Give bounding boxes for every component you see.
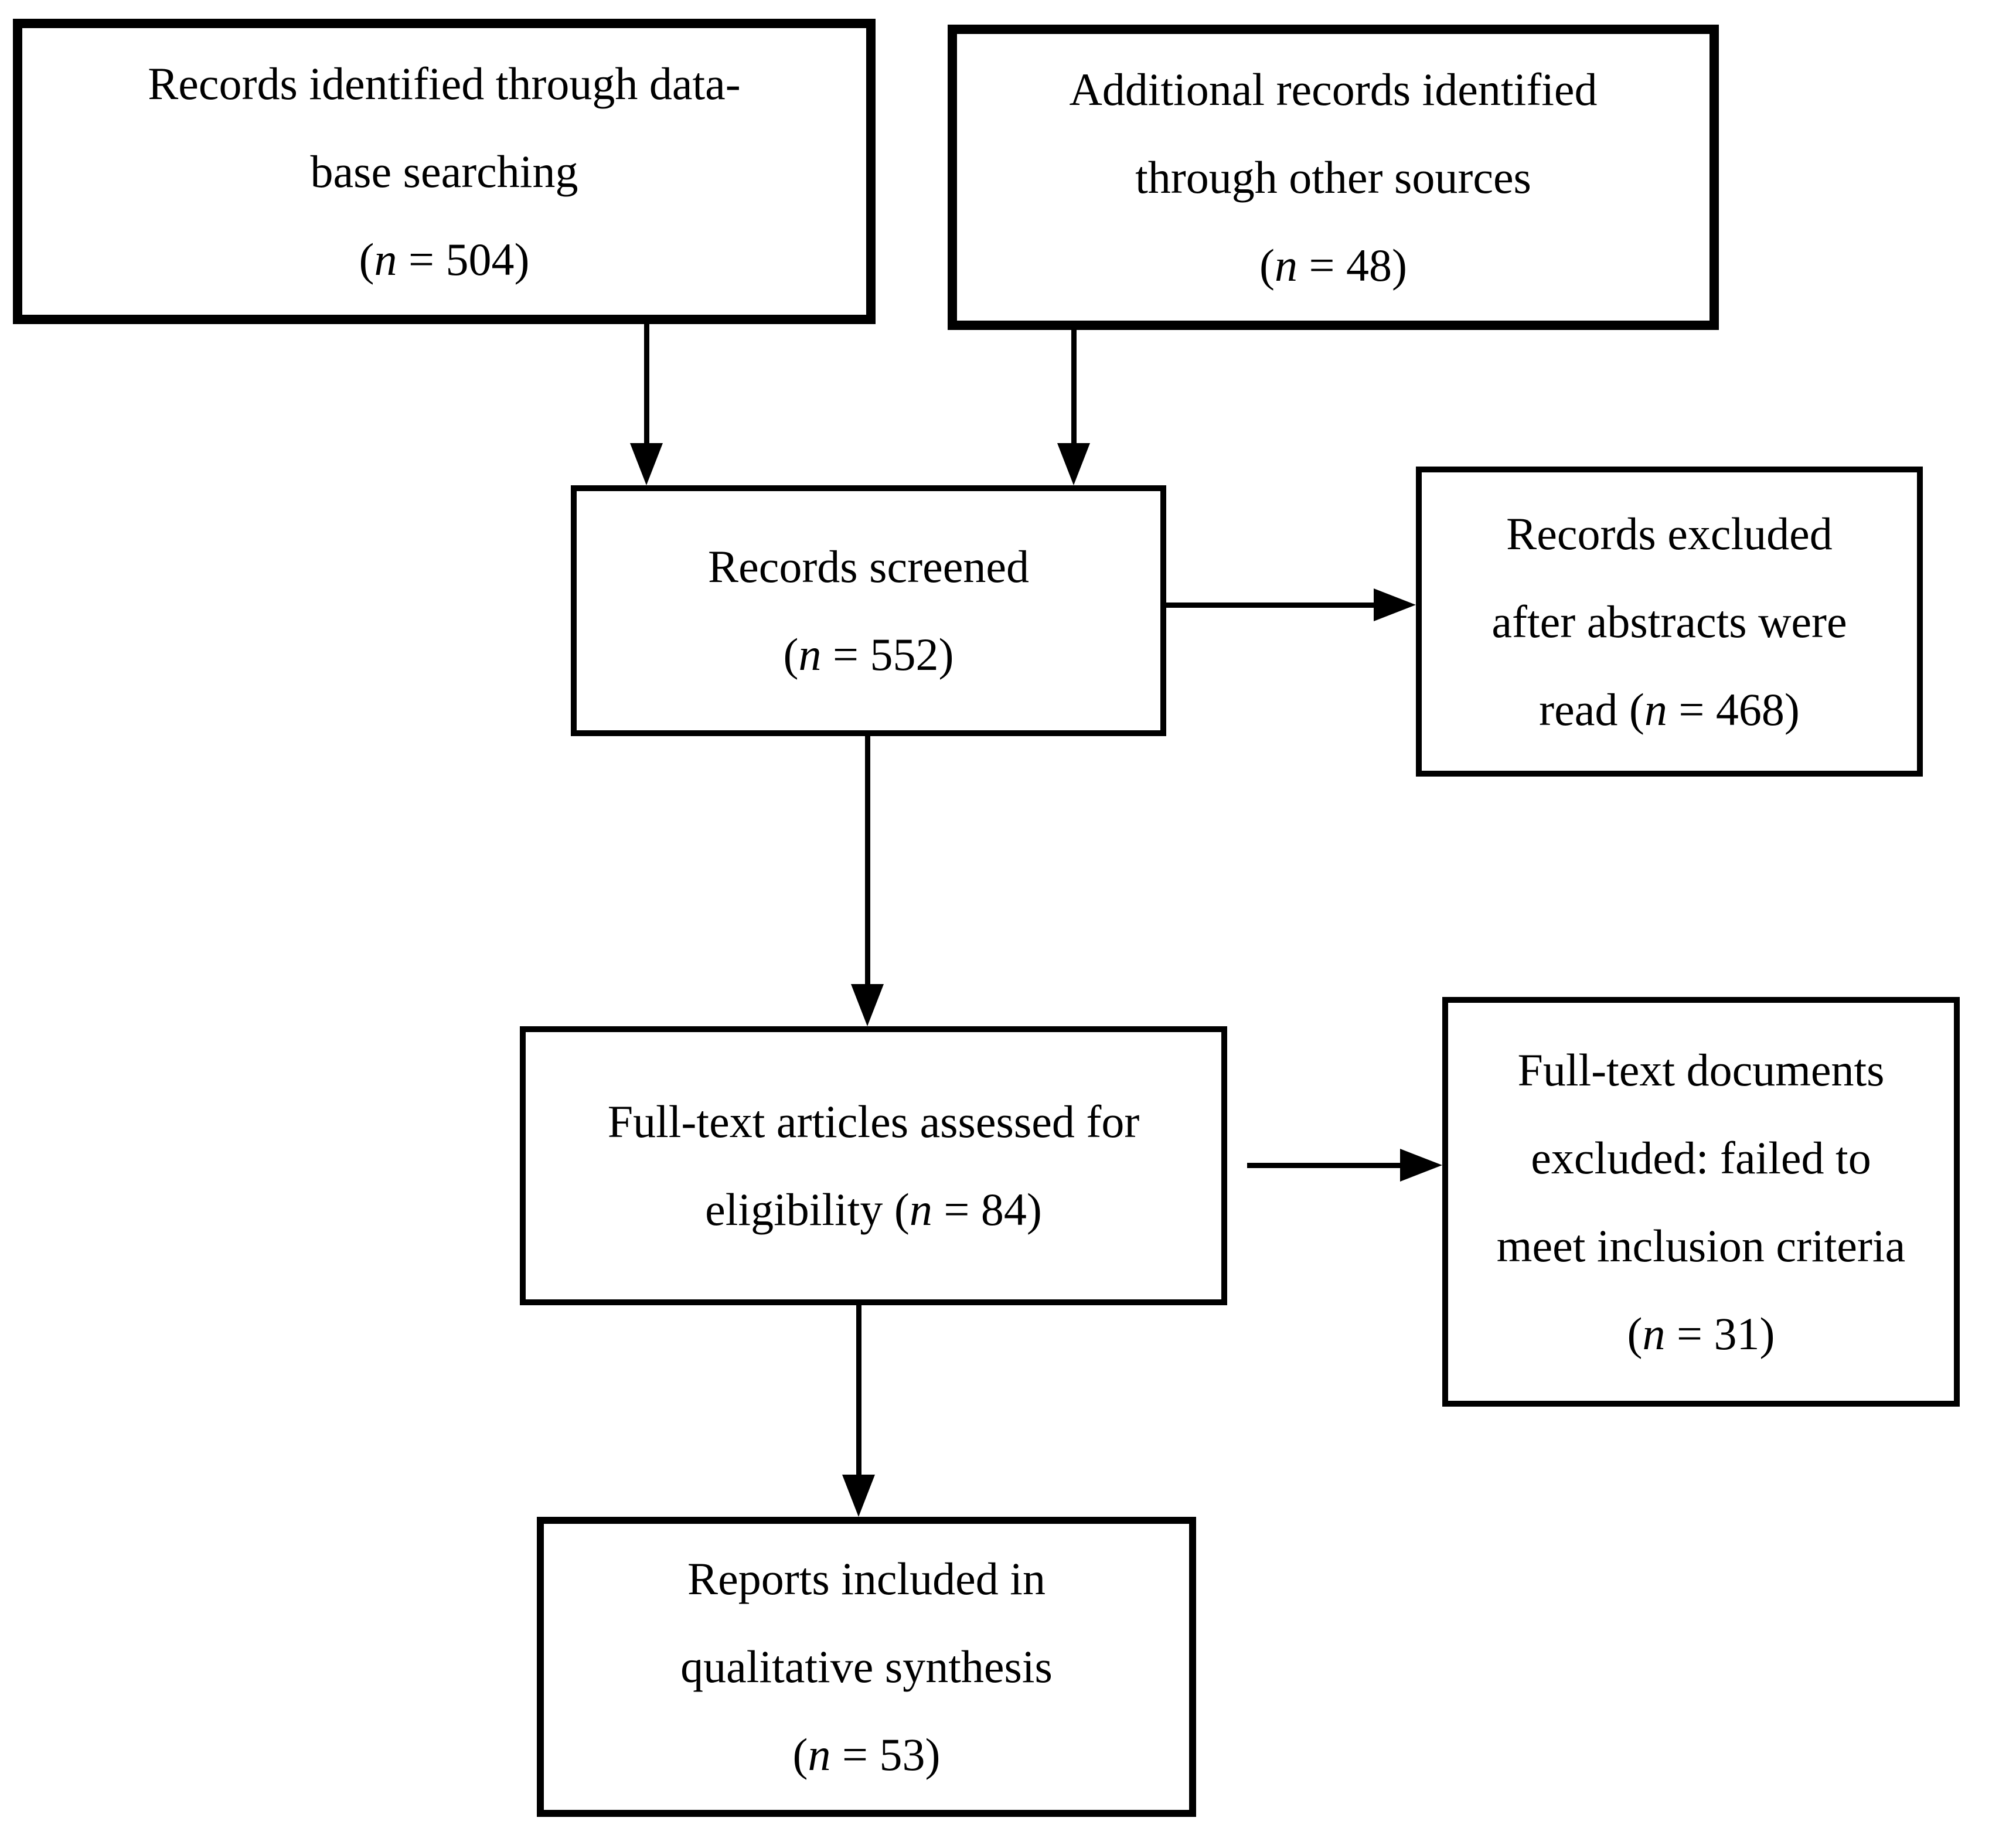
box-records-identified: Records identified through data- base se… — [13, 19, 876, 324]
box-count-line: (n = 504) — [359, 216, 530, 304]
text-segment: = 31) — [1665, 1308, 1775, 1359]
n-symbol: n — [798, 629, 822, 680]
box-text-line: Additional records identified — [1069, 46, 1597, 134]
arrow-screened-to-excluded-head — [1374, 588, 1416, 621]
text-segment: = 504) — [397, 233, 530, 285]
box-count-line: (n = 31) — [1627, 1290, 1775, 1378]
box-text-line: Full-text articles assessed for — [608, 1078, 1140, 1166]
n-symbol: n — [1275, 239, 1298, 291]
arrow-identified-to-screened-head — [630, 443, 663, 485]
text-segment: Records identified through data- — [148, 57, 741, 109]
box-text-line: after abstracts were — [1491, 578, 1847, 666]
arrow-screened-to-fulltext-line — [865, 736, 870, 984]
text-segment: Full-text articles assessed for — [607, 1096, 1140, 1147]
text-segment: ( — [359, 233, 374, 285]
text-segment: ( — [783, 629, 799, 680]
box-text-line: Records excluded — [1506, 490, 1833, 578]
box-text-line: qualitative synthesis — [680, 1623, 1053, 1711]
text-segment: = 48) — [1298, 239, 1407, 291]
text-segment: ( — [1627, 1308, 1643, 1359]
arrow-additional-to-screened-head — [1057, 443, 1090, 485]
box-count-line: (n = 48) — [1259, 222, 1407, 309]
text-segment: excluded: failed to — [1531, 1132, 1871, 1183]
box-count-line: eligibility (n = 84) — [705, 1166, 1042, 1254]
text-segment: after abstracts were — [1491, 595, 1847, 647]
arrow-fulltext-to-included-line — [856, 1305, 861, 1475]
text-segment: eligibility ( — [705, 1184, 910, 1235]
text-segment: Records screened — [708, 541, 1029, 592]
text-segment: = 84) — [932, 1184, 1042, 1235]
box-text-line: base searching — [311, 128, 578, 216]
box-text-line: Reports included in — [687, 1535, 1046, 1623]
arrow-screened-to-excluded-line — [1166, 603, 1374, 608]
n-symbol: n — [1644, 683, 1667, 735]
text-segment: Full-text documents — [1517, 1044, 1885, 1095]
text-segment: qualitative synthesis — [680, 1641, 1053, 1692]
box-fulltext-excluded: Full-text documents excluded: failed to … — [1442, 997, 1960, 1407]
box-text-line: through other sources — [1135, 134, 1531, 222]
text-segment: Additional records identified — [1069, 63, 1598, 115]
arrow-fulltext-to-excluded-head — [1400, 1149, 1442, 1182]
text-segment: = 552) — [821, 629, 954, 680]
box-records-screened: Records screened (n = 552) — [571, 485, 1166, 736]
text-segment: through other sources — [1135, 151, 1531, 203]
arrow-additional-to-screened-line — [1071, 330, 1077, 443]
text-segment: Reports included in — [687, 1553, 1046, 1604]
n-symbol: n — [1642, 1308, 1666, 1359]
arrow-fulltext-to-excluded-line — [1247, 1163, 1400, 1168]
box-count-line: (n = 552) — [784, 611, 954, 699]
text-segment: meet inclusion criteria — [1496, 1220, 1906, 1271]
box-text-line: Records screened — [708, 523, 1029, 611]
text-segment: read ( — [1539, 683, 1644, 735]
box-text-line: Records identified through data- — [148, 40, 741, 128]
box-records-excluded-after-abstracts: Records excluded after abstracts were re… — [1416, 467, 1923, 777]
box-text-line: meet inclusion criteria — [1497, 1202, 1905, 1290]
text-segment: = 468) — [1667, 683, 1800, 735]
n-symbol: n — [374, 233, 397, 285]
box-reports-included: Reports included in qualitative synthesi… — [537, 1517, 1196, 1817]
n-symbol: n — [808, 1729, 831, 1780]
text-segment: = 53) — [830, 1729, 941, 1780]
arrow-screened-to-fulltext-head — [851, 984, 884, 1026]
arrow-fulltext-to-included-head — [842, 1475, 875, 1517]
n-symbol: n — [909, 1184, 932, 1235]
text-segment: base searching — [310, 145, 578, 197]
text-segment: ( — [1259, 239, 1275, 291]
box-count-line: (n = 53) — [793, 1711, 941, 1799]
box-additional-records: Additional records identified through ot… — [948, 25, 1719, 330]
box-count-line: read (n = 468) — [1539, 666, 1800, 754]
box-text-line: Full-text documents — [1517, 1026, 1884, 1114]
box-text-line: excluded: failed to — [1531, 1114, 1871, 1202]
text-segment: Records excluded — [1506, 508, 1833, 559]
box-fulltext-assessed: Full-text articles assessed for eligibil… — [520, 1026, 1227, 1305]
text-segment: ( — [792, 1729, 808, 1780]
arrow-identified-to-screened-line — [644, 324, 649, 443]
